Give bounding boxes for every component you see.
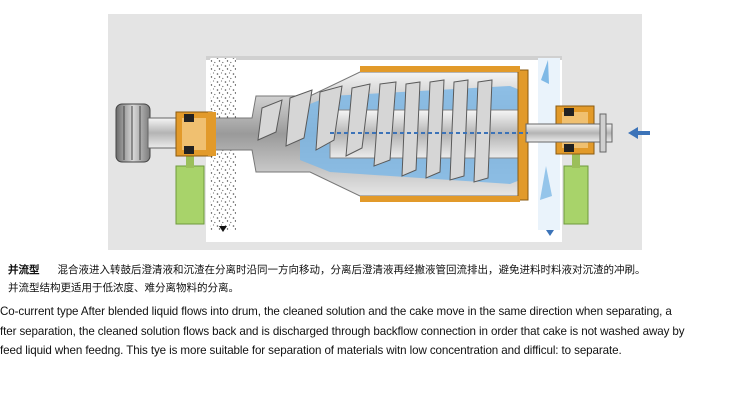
drive-pulley	[115, 103, 151, 163]
feed-inlet-arrow	[628, 127, 650, 139]
feed-pipe	[525, 123, 613, 143]
right-support	[563, 165, 589, 225]
caption-en: Co-current type After blended liquid flo…	[0, 302, 748, 361]
cake-discharge-arrow	[219, 226, 227, 232]
decanter-centrifuge-diagram	[108, 14, 650, 250]
caption-cn-line-1: 并流型 混合液进入转鼓后澄清液和沉渣在分离时沿同一方向移动，分离后澄清液再经撇液管…	[8, 262, 744, 279]
caption-cn-label: 并流型	[8, 264, 40, 276]
caption-en-line-1: Co-current type After blended liquid flo…	[0, 305, 672, 318]
caption-cn-text-1: 混合液进入转鼓后澄清液和沉渣在分离时沿同一方向移动，分离后澄清液再经撇液管回流排…	[57, 264, 646, 276]
liquid-spray	[541, 60, 549, 84]
feed-pipe-flange	[599, 113, 607, 153]
liquid-spray-lower	[540, 166, 552, 200]
drum-wall-top	[360, 66, 520, 72]
drum-wall-bottom	[360, 196, 520, 202]
housing-top-frame	[206, 56, 562, 60]
screw-conveyor	[257, 79, 493, 183]
liquid-discharge-arrow	[546, 230, 554, 236]
drum-end-flange-left	[208, 112, 216, 156]
left-support	[175, 165, 205, 225]
caption-en-line-3: feed liquid when feedng. This tye is mor…	[0, 344, 622, 357]
caption-en-line-2: fter separation, the cleaned solution fl…	[0, 324, 685, 338]
caption-cn-line-2: 并流型结构更适用于低浓度、难分离物料的分离。	[8, 282, 239, 294]
pulley-hub	[147, 117, 177, 149]
